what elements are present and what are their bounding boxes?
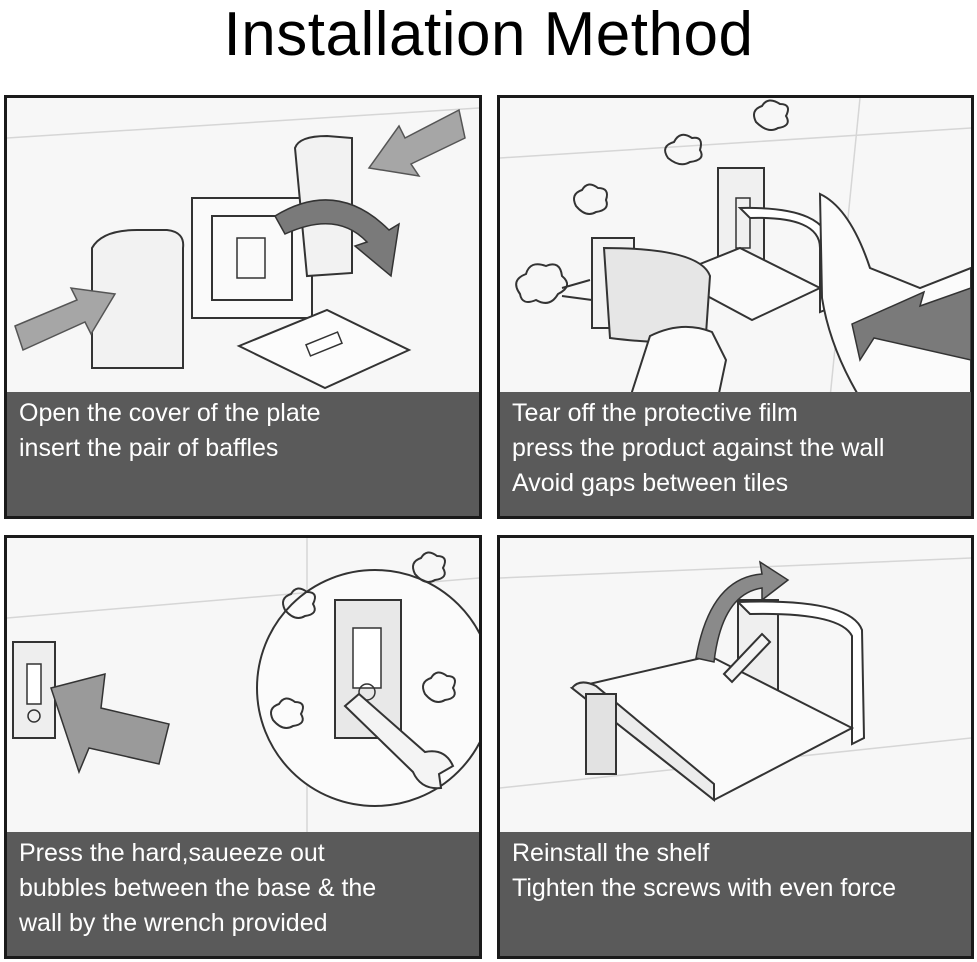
step-caption-3: Press the hard,saueeze out bubbles betwe…	[7, 832, 479, 956]
caption-line: press the product against the wall	[512, 434, 885, 462]
step-panel-4: Reinstall the shelf Tighten the screws w…	[497, 535, 974, 959]
caption-line: Tighten the screws with even force	[512, 874, 896, 902]
caption-line: Tear off the protective film	[512, 399, 798, 427]
step-panel-2: Tear off the protective film press the p…	[497, 95, 974, 519]
caption-line: wall by the wrench provided	[19, 909, 328, 937]
baffle-insert-illustration	[7, 98, 479, 398]
caption-line: insert the pair of baffles	[19, 434, 279, 462]
page-title: Installation Method	[223, 0, 754, 69]
caption-line: Reinstall the shelf	[512, 839, 710, 867]
caption-line: Press the hard,saueeze out	[19, 839, 325, 867]
step-panel-3: Press the hard,saueeze out bubbles betwe…	[4, 535, 482, 959]
step-caption-1: Open the cover of the plate insert the p…	[7, 392, 479, 516]
film-press-illustration	[500, 98, 971, 398]
caption-line: bubbles between the base & the	[19, 874, 377, 902]
caption-line: Avoid gaps between tiles	[512, 469, 789, 497]
wrench-press-illustration	[7, 538, 479, 838]
step-panel-1: Open the cover of the plate insert the p…	[4, 95, 482, 519]
shelf-reinstall-illustration	[500, 538, 971, 838]
step-caption-2: Tear off the protective film press the p…	[500, 392, 971, 516]
caption-line: Open the cover of the plate	[19, 399, 321, 427]
step-caption-4: Reinstall the shelf Tighten the screws w…	[500, 832, 971, 956]
